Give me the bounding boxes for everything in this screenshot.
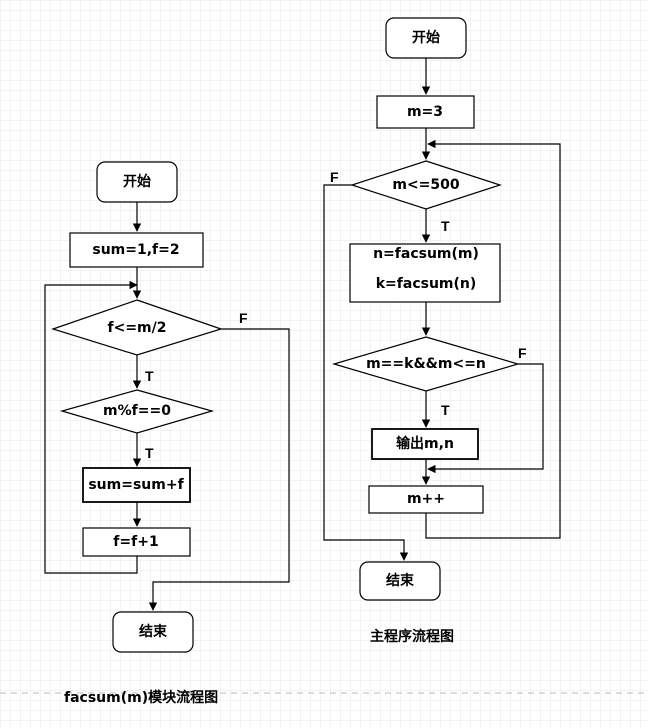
edge-r-cond1-false-end <box>323 184 409 561</box>
right-init-label: m=3 <box>407 104 443 120</box>
edge-r-loop-back <box>425 139 561 539</box>
left-true2-label: T <box>145 445 154 461</box>
left-inc-label: f=f+1 <box>113 534 158 550</box>
left-cond1-label: f<=m/2 <box>108 320 167 336</box>
left-init-label: sum=1,f=2 <box>92 242 179 258</box>
left-false-label: F <box>239 310 248 326</box>
right-cond2-label: m==k&&m<=n <box>366 356 486 372</box>
left-flowchart: 开始 sum=1,f=2 f<=m/2 m%f==0 sum=sum+f f=f… <box>44 161 290 706</box>
left-true1-label: T <box>145 368 154 384</box>
left-caption: facsum(m)模块流程图 <box>64 689 218 706</box>
left-init-node[interactable] <box>69 232 204 268</box>
left-end-label: 结束 <box>139 623 168 640</box>
left-end-node[interactable] <box>112 611 194 653</box>
right-end-label: 结束 <box>386 572 415 589</box>
right-cond1-label: m<=500 <box>392 177 460 193</box>
right-false2-label: F <box>518 345 527 361</box>
right-inc-label: m++ <box>407 491 445 507</box>
right-call1-label: n=facsum(m) <box>373 246 479 262</box>
edge-cond1-false-end <box>148 328 290 611</box>
right-end-node[interactable] <box>359 561 441 601</box>
right-false1-label: F <box>330 169 339 185</box>
left-add-label: sum=sum+f <box>88 477 184 493</box>
left-add-node[interactable] <box>82 467 191 503</box>
right-call-node[interactable] <box>349 243 501 303</box>
right-output-node[interactable] <box>371 428 479 460</box>
left-cond2-label: m%f==0 <box>103 403 171 419</box>
edge-loop-back <box>44 280 138 574</box>
right-caption: 主程序流程图 <box>370 628 454 645</box>
right-output-label: 输出m,n <box>396 435 454 452</box>
right-call2-label: k=facsum(n) <box>376 276 477 292</box>
left-start-label: 开始 <box>123 173 151 190</box>
right-true2-label: T <box>441 402 450 418</box>
edge-r-cond2-false <box>427 363 544 474</box>
left-inc-node[interactable] <box>82 527 191 557</box>
right-flowchart: 开始 m=3 m<=500 n=facsum(m) k=facsum(n) m=… <box>323 17 561 645</box>
right-true1-label: T <box>441 218 450 234</box>
right-start-label: 开始 <box>412 29 440 46</box>
